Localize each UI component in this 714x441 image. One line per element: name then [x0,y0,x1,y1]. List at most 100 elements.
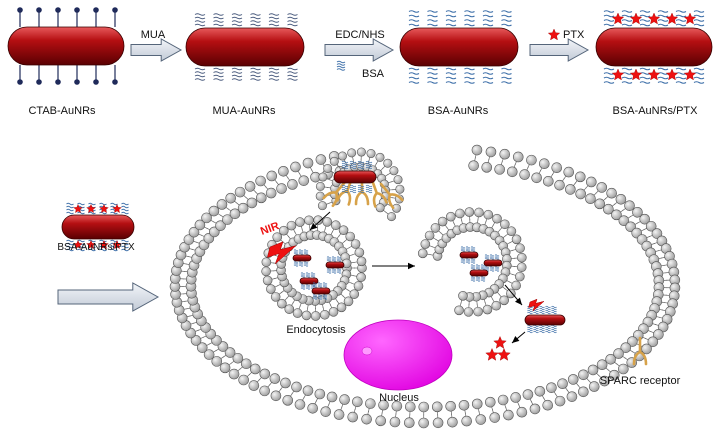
stage-bsa-aunrs [399,10,519,84]
ctab-head [112,7,118,13]
lipid-tail [453,222,456,227]
bsa-coil-icon [545,305,551,315]
nir-lightning-icon [267,241,297,265]
lipid-head [454,305,464,316]
lipid-head [183,234,195,245]
lipid-head [445,400,456,412]
lipid-head [219,362,231,374]
lipid-head [574,171,586,183]
ctab-head [36,79,42,85]
lipid-tail [474,157,476,161]
bsa-coil-icon [317,282,323,289]
lipid-tail [245,196,249,200]
lipid-head [492,213,502,224]
bsa-coil-icon [445,10,457,27]
ptx-star-icon [647,68,661,81]
lipid-tail [227,208,232,212]
lipid-tail [236,202,240,206]
lipid-tail [206,227,210,231]
lipid-head [526,154,537,166]
lipid-head [277,298,287,309]
lipid-head [232,352,244,364]
lipid-head [255,175,266,187]
lipid-head [301,310,312,321]
lipid-head [248,380,260,391]
lipid-head [320,406,332,417]
lipid-tail [323,228,326,233]
ptx-star-icon [73,239,83,250]
lipid-head [228,368,240,380]
bsa-coil-icon [336,60,346,71]
bsa-coil-icon [427,67,438,84]
lipid-head [554,179,565,191]
lipid-head [366,149,376,159]
lipid-head [393,175,403,185]
lipid-head [645,220,657,232]
ptx-star-icon [99,239,109,250]
lipid-head [404,417,415,429]
bsa-coil-icon [465,257,471,264]
lipid-head [506,226,517,237]
lipid-head [249,363,261,375]
ptx-star-icon [485,347,499,361]
lipid-head [575,188,586,200]
ptx-star-icon [112,239,122,250]
lipid-tail [500,161,503,165]
lipid-head [455,208,465,219]
lipid-head [270,292,281,302]
bsa-aunr-rod [399,27,519,67]
lipid-head [599,375,610,387]
lipid-head [265,187,277,199]
lipid-tail [646,236,651,238]
stage-mua-aunrs [185,13,305,81]
lipid-tail [287,177,290,181]
bsa-coil-icon [317,293,323,300]
bsa-coil-icon [693,67,705,84]
lipid-head [317,201,327,211]
lipid-head [259,385,270,397]
lipid-head [485,146,497,158]
bsa-coil-icon [551,305,557,315]
lipid-head [234,186,246,198]
ctab-head [112,79,118,85]
lipid-head [287,179,298,190]
lipid-head [500,219,510,230]
bsa-coil-icon [489,254,495,261]
lipid-head [356,272,366,282]
lipid-tail [388,181,392,184]
receptor-stem [322,180,347,208]
bsa-coil-icon [603,10,615,27]
arrow-label-bsa: BSA [362,68,385,80]
rupturing-endosome [417,207,527,317]
lipid-tail [490,296,494,300]
lipid-head [522,389,534,400]
bsa-coil-icon [305,283,311,290]
vesicles [261,147,527,321]
lipid-tail [265,186,269,190]
lipid-tail [280,386,283,390]
lipid-head [302,385,314,396]
bsa-coil-icon [445,67,457,84]
lipid-tail [612,203,616,207]
lipid-head [618,363,629,375]
mua-ligand [287,67,298,81]
lipid-head [657,321,669,333]
lipid-head [282,395,294,406]
lipid-head [510,392,521,403]
bsa-coil-icon [293,249,299,256]
ctab-aunr-rod [7,26,125,66]
bsa-coil-icon [66,202,74,215]
bsa-coil-icon [427,10,438,27]
rupture-nanorods [459,246,503,282]
lipid-tail [431,246,436,249]
lipid-head [365,398,376,409]
lipid-head [208,205,220,217]
bsa-coil-icon [484,254,490,261]
lipid-head [255,192,267,204]
lipid-head [499,148,511,160]
lipid-head [347,148,357,158]
nir-lightning-icon [528,298,545,312]
lipid-head [383,158,393,168]
bsa-coil-icon [349,184,357,194]
bsa-coil-icon [527,305,533,315]
